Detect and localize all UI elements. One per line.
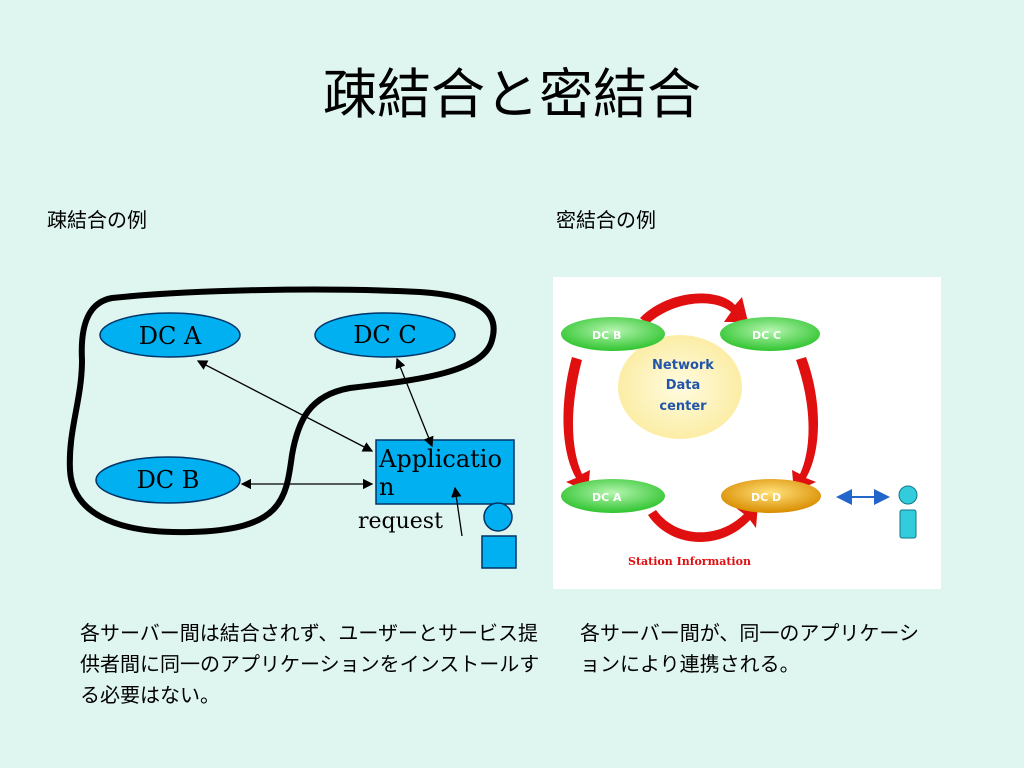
loose-coupling-diagram: DC A DC C DC B Applicatio n request: [66, 286, 517, 569]
request-label: request: [358, 509, 443, 534]
dc-a-node: [99, 312, 241, 358]
network-data-center: [618, 335, 742, 439]
application-label-line2: n: [379, 473, 394, 501]
application-label-line1: Applicatio: [378, 445, 502, 473]
center-label-line2: Data: [666, 378, 701, 393]
center-label-line1: Network: [652, 358, 714, 373]
arrow-request: [451, 486, 463, 537]
arrow-left: [563, 357, 590, 492]
dc-b-label-tight: DC B: [592, 329, 621, 342]
user-icon: [481, 502, 517, 569]
tight-coupling-heading: 密結合の例: [556, 208, 656, 232]
dc-a-node-tight: [561, 479, 665, 513]
loose-coupling-heading: 疎結合の例: [47, 208, 147, 232]
arrow-top: [640, 293, 748, 324]
arrow-app-dc-a: [196, 360, 374, 452]
dc-a-label-tight: DC A: [592, 491, 622, 504]
loose-coupling-description: 各サーバー間は結合されず、ユーザーとサービス提供者間に同一のアプリケーションをイ…: [80, 621, 540, 707]
application-box: [375, 439, 515, 505]
arrow-right: [792, 357, 818, 492]
center-label-line3: center: [659, 399, 707, 414]
dc-b-node-tight: [561, 317, 665, 351]
dc-d-node-tight: [721, 479, 821, 513]
tight-coupling-diagram: Network Data center DC B DC C DC A DC D …: [553, 277, 941, 589]
dc-c-label: DC C: [353, 321, 417, 349]
dc-b-label: DC B: [137, 466, 200, 494]
dc-b-node: [95, 456, 241, 504]
slide-title: 疎結合と密結合: [323, 63, 701, 126]
dc-c-label-tight: DC C: [752, 329, 781, 342]
station-information-label: Station Information: [628, 555, 751, 568]
arrow-bottom: [648, 504, 758, 542]
user-icon-tight: [898, 485, 918, 539]
dc-c-node-tight: [720, 317, 820, 351]
dc-a-label: DC A: [139, 322, 202, 350]
dc-c-node: [314, 312, 456, 358]
arrow-app-dc-c: [395, 357, 434, 448]
red-arrows: [563, 293, 818, 542]
tight-coupling-description: 各サーバー間が、同一のアプリケーションにより連携される。: [580, 621, 919, 676]
dc-d-label-tight: DC D: [751, 491, 781, 504]
